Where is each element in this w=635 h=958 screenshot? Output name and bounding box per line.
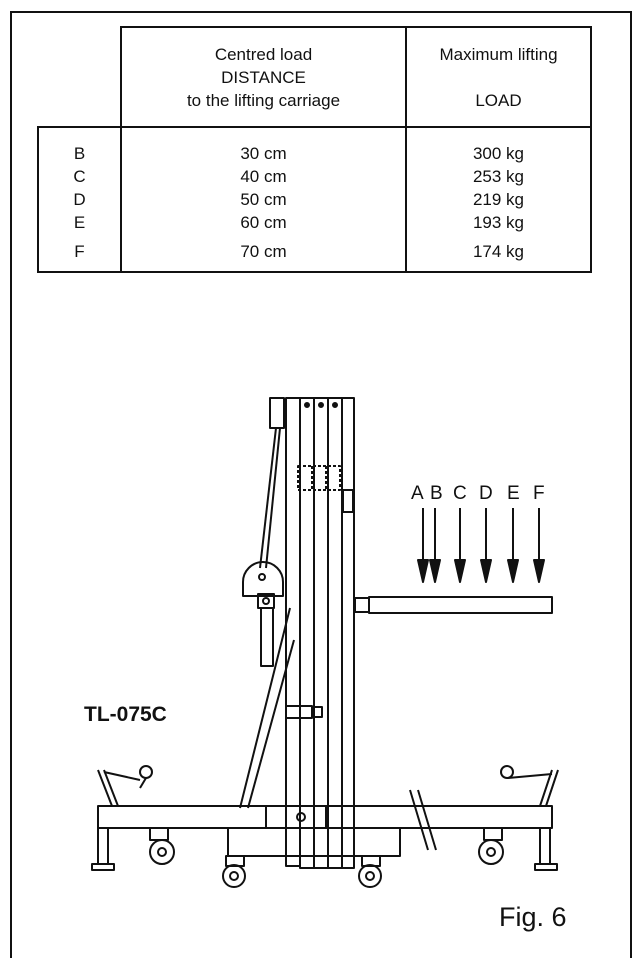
header-blank-cell xyxy=(38,27,122,128)
carriage xyxy=(285,596,553,719)
load-column: 300 kg 253 kg 219 kg 193 kg 174 kg xyxy=(405,126,592,273)
page-frame xyxy=(10,11,632,958)
header-distance: Centred load DISTANCE to the lifting car… xyxy=(120,26,407,128)
figure-caption: Fig. 6 xyxy=(499,902,567,932)
header-distance-line1: Centred load xyxy=(214,44,313,64)
arrow-label-c: C xyxy=(453,483,467,504)
row-label: D xyxy=(73,190,86,209)
base xyxy=(97,789,553,857)
row-label: E xyxy=(73,213,86,232)
pulley-block xyxy=(269,397,285,429)
row-load: 300 kg xyxy=(472,144,525,163)
load-table: Centred load DISTANCE to the lifting car… xyxy=(37,26,592,273)
arrow-label-d: D xyxy=(479,483,493,504)
table-header-row: Centred load DISTANCE to the lifting car… xyxy=(38,26,592,128)
row-load: 174 kg xyxy=(472,242,525,261)
arrow-label-b: B xyxy=(430,483,443,504)
winch xyxy=(242,561,284,667)
row-label: F xyxy=(74,242,85,261)
mast xyxy=(285,397,355,869)
row-load: 253 kg xyxy=(472,167,525,186)
arrow-label-f: F xyxy=(533,483,545,504)
header-distance-line2: DISTANCE xyxy=(221,67,306,87)
row-distance: 40 cm xyxy=(240,167,287,186)
row-distance: 50 cm xyxy=(240,190,287,209)
label-column: B C D E F xyxy=(37,126,122,273)
header-load-line1: Maximum lifting xyxy=(439,44,558,64)
stabilizer-left xyxy=(91,765,153,871)
row-label: C xyxy=(73,167,86,186)
load-arrows xyxy=(417,508,545,583)
castor-wheels xyxy=(149,827,504,888)
row-distance: 60 cm xyxy=(240,213,287,232)
model-label: TL-075C xyxy=(84,703,167,726)
header-load-line2: LOAD xyxy=(475,90,522,110)
row-load: 219 kg xyxy=(472,190,525,209)
table-body-row: B C D E F 30 cm 40 cm 50 cm 60 cm 70 cm … xyxy=(37,126,592,273)
distance-column: 30 cm 40 cm 50 cm 60 cm 70 cm xyxy=(120,126,407,273)
stabilizer-right xyxy=(500,765,559,871)
row-label: B xyxy=(73,144,86,163)
arrow-label-a: A xyxy=(411,483,424,504)
arrow-labels: A B C D E F xyxy=(411,483,545,504)
header-distance-line3: to the lifting carriage xyxy=(186,90,341,110)
row-distance: 30 cm xyxy=(240,144,287,163)
arrow-label-e: E xyxy=(507,483,520,504)
header-load: Maximum lifting LOAD xyxy=(405,26,592,128)
row-load: 193 kg xyxy=(472,213,525,232)
row-distance: 70 cm xyxy=(240,242,287,261)
